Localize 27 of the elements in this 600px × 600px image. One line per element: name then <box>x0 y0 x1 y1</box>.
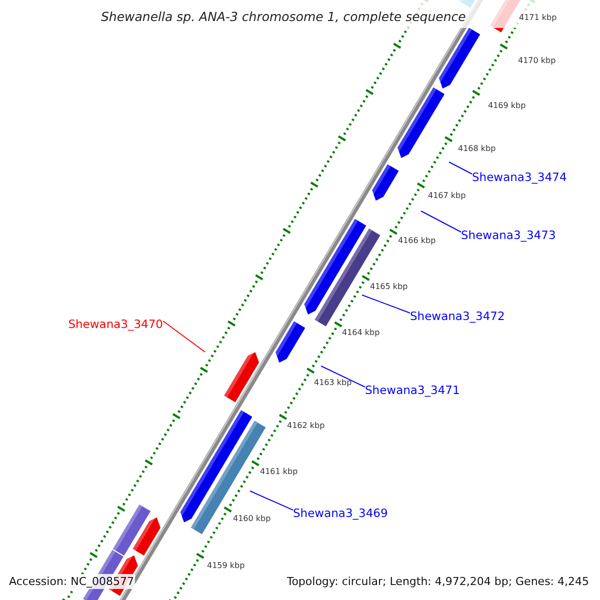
gene-label: Shewana3_3471 <box>365 385 460 396</box>
tick-label: 4159 kbp <box>207 562 245 570</box>
leader-line <box>250 490 294 510</box>
tick-label: 4167 kbp <box>428 192 466 200</box>
gene-label: Shewana3_3472 <box>410 311 505 322</box>
tick-label: 4171 kbp <box>519 14 557 22</box>
gene-label: Shewana3_3474 <box>472 172 567 184</box>
leader-line <box>420 210 462 232</box>
leader-line <box>320 366 366 388</box>
gene-label: Shewana3_3470 <box>68 319 163 330</box>
tick-label: 4166 kbp <box>398 237 436 245</box>
tick-label: 4160 kbp <box>233 515 271 523</box>
tick-label: 4163 kbp <box>314 379 352 387</box>
leader-line <box>448 162 472 174</box>
tick-label: 4164 kbp <box>342 329 380 337</box>
map-info: Topology: circular; Length: 4,972,204 bp; Genes: 4,245 <box>286 574 590 589</box>
leader-line <box>362 294 410 314</box>
tick-label: 4170 kbp <box>518 57 556 65</box>
tick-label: 4161 kbp <box>260 468 298 476</box>
tick-label: 4168 kbp <box>458 145 496 153</box>
tick-label: 4169 kbp <box>488 102 526 110</box>
gene-label: Shewana3_3473 <box>461 230 556 242</box>
map-title: Shewanella sp. ANA-3 chromosome 1, complete sequence <box>101 11 466 24</box>
gene-label: Shewana3_3469 <box>293 508 388 520</box>
tick-label: 4165 kbp <box>370 283 408 291</box>
tick-label: 4162 kbp <box>287 422 325 430</box>
leader-line <box>162 320 206 352</box>
